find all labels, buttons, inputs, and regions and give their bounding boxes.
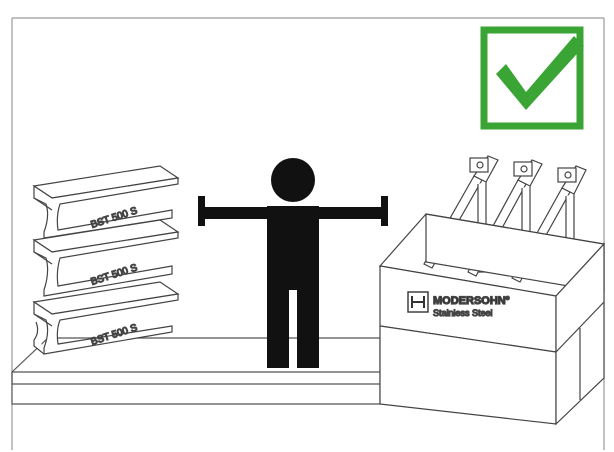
- person-hand-left: [198, 196, 205, 226]
- approval-check: [480, 26, 584, 130]
- person-leg-left: [267, 288, 289, 368]
- person-figure: [198, 158, 388, 368]
- person-leg-right: [297, 288, 319, 368]
- beam-middle: BST 500 S: [32, 219, 180, 297]
- person-arm-left: [205, 207, 267, 219]
- brand-name: MODERSOHN®: [433, 295, 510, 307]
- check-box-frame: [480, 26, 584, 130]
- brand-logo: MODERSOHN® Stainless Steel: [407, 291, 510, 319]
- person-torso: [267, 206, 319, 290]
- person-arm-right: [319, 207, 381, 219]
- person-hand-right: [381, 196, 388, 226]
- brand-subtitle: Stainless Steel: [433, 308, 493, 318]
- check-mark-icon: [496, 36, 584, 110]
- bracket-crate: MODERSOHN® Stainless Steel: [378, 155, 606, 426]
- person-head: [271, 158, 315, 202]
- steel-beam-stack: BST 500 S BST 500 S BST 500 S: [32, 165, 180, 355]
